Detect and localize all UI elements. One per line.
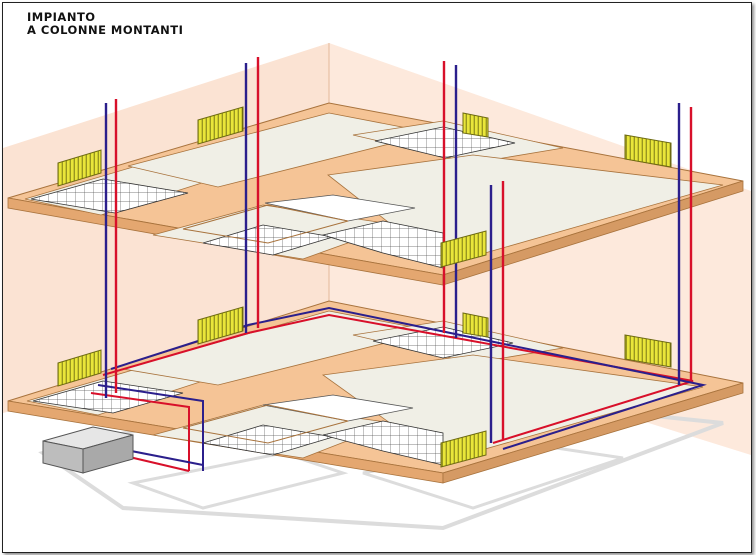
radiator	[57, 149, 102, 187]
radiator	[440, 230, 487, 268]
radiator	[462, 312, 489, 338]
title-line-2: A COLONNE MONTANTI	[27, 23, 184, 37]
radiator	[197, 306, 244, 345]
radiator	[57, 349, 102, 387]
risers	[104, 57, 693, 443]
radiator	[624, 134, 672, 168]
diagram-title: IMPIANTO A COLONNE MONTANTI	[27, 11, 183, 37]
radiator	[462, 112, 489, 138]
radiators	[57, 106, 672, 468]
radiator	[624, 334, 672, 368]
radiator	[440, 430, 487, 468]
distribution-pipes	[90, 306, 707, 472]
title-line-1: IMPIANTO	[27, 10, 96, 24]
boiler	[42, 426, 134, 474]
heating-system-diagram	[3, 43, 751, 531]
radiator	[197, 106, 244, 145]
